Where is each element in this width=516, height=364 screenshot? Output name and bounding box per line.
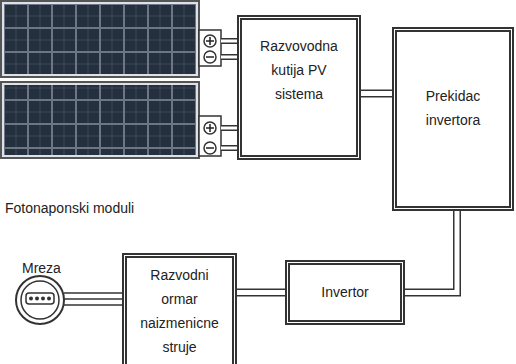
junction-box: Razvovodna kutija PV sistema bbox=[237, 15, 361, 160]
node-text: Razvovodna kutija PV sistema bbox=[260, 34, 338, 106]
grid-label: Mreza bbox=[22, 259, 61, 277]
node-text: Razvodni ormar naizmenicne struje bbox=[140, 263, 219, 359]
double-wire bbox=[405, 211, 457, 293]
polarity-symbol bbox=[206, 37, 214, 148]
solar-panel bbox=[1, 82, 199, 158]
node-text: Prekidac invertora bbox=[426, 84, 480, 132]
grid-wire bbox=[64, 293, 125, 305]
switch-box: Prekidac invertora bbox=[392, 27, 514, 211]
inverter-box: Invertor bbox=[285, 260, 405, 325]
terminal-box bbox=[199, 30, 221, 156]
double-wire bbox=[361, 93, 392, 94]
double-wire bbox=[237, 292, 285, 293]
solar-panel bbox=[1, 1, 199, 77]
node-text: Invertor bbox=[321, 280, 368, 304]
ac-panel-box: Razvodni ormar naizmenicne struje bbox=[122, 253, 237, 364]
grid-meter bbox=[16, 276, 64, 324]
module-caption: Fotonaponski moduli bbox=[5, 199, 134, 217]
